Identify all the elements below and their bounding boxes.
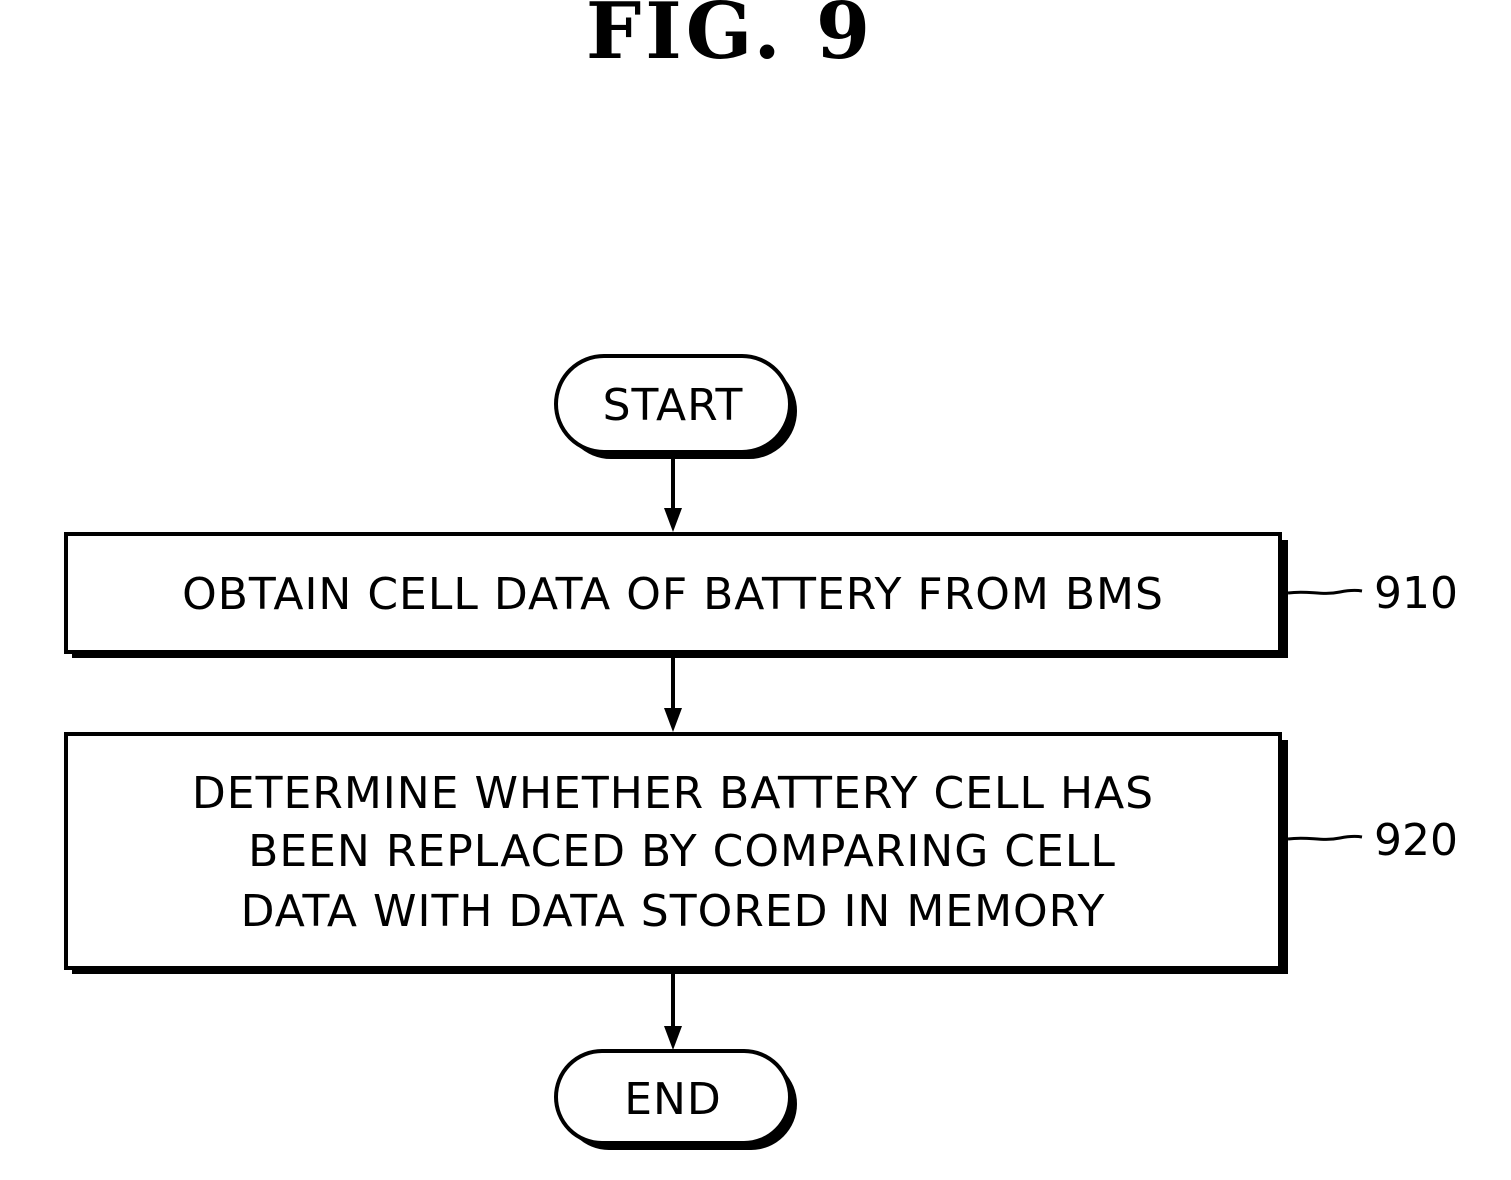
ref-number-910: 910 bbox=[1374, 568, 1458, 619]
step-920-line-1: DETERMINE WHETHER BATTERY CELL HAS bbox=[192, 768, 1154, 819]
ref-number-920: 920 bbox=[1374, 815, 1458, 866]
arrow-start-to-910 bbox=[664, 454, 682, 532]
arrow-910-to-920 bbox=[664, 658, 682, 732]
step-920-line-3: DATA WITH DATA STORED IN MEMORY bbox=[241, 886, 1106, 937]
start-label: START bbox=[603, 380, 744, 431]
process-box-920: DETERMINE WHETHER BATTERY CELL HAS BEEN … bbox=[66, 734, 1288, 974]
ref-910-leader bbox=[1288, 590, 1362, 593]
start-terminal: START bbox=[556, 356, 797, 459]
step-920-line-2: BEEN REPLACED BY COMPARING CELL bbox=[248, 826, 1116, 877]
process-box-910: OBTAIN CELL DATA OF BATTERY FROM BMS bbox=[66, 534, 1288, 658]
step-910-text: OBTAIN CELL DATA OF BATTERY FROM BMS bbox=[182, 569, 1164, 620]
end-label: END bbox=[624, 1074, 722, 1125]
ref-920-leader bbox=[1288, 836, 1362, 839]
figure-title: FIG. 9 bbox=[586, 0, 874, 77]
arrow-920-to-end bbox=[664, 974, 682, 1050]
end-terminal: END bbox=[556, 1051, 797, 1150]
